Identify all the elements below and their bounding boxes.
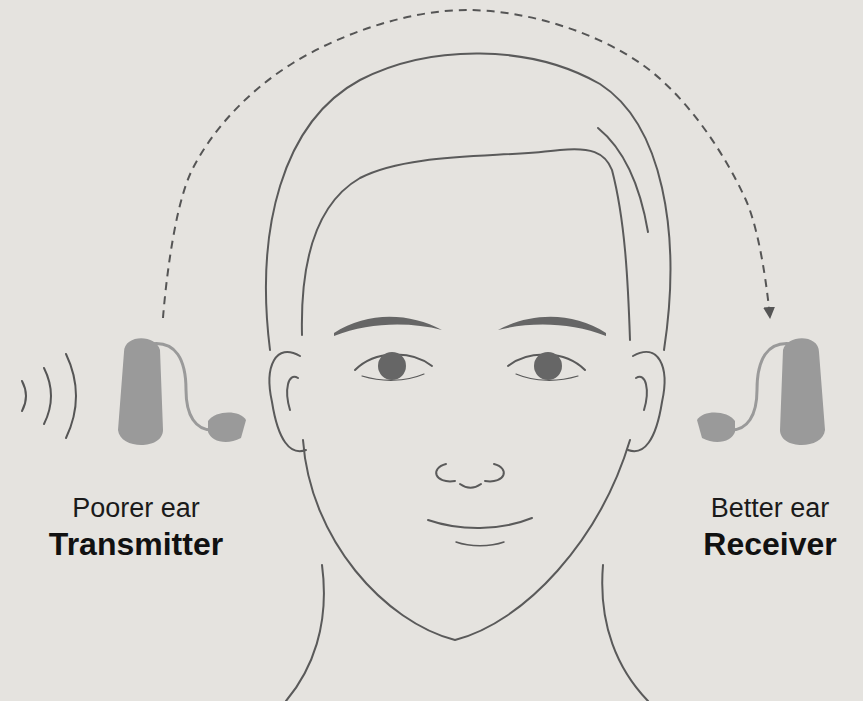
right-ear-inner [636,377,647,410]
transmitter-node: Poorer earTransmitter [20,318,252,563]
nose-right [485,464,504,481]
face-outline [303,440,630,640]
hair-part [598,128,648,232]
neck-left [286,565,324,701]
hearing-aid-body [118,338,163,445]
head-outline [266,53,670,701]
hearing-aid-body [780,338,825,445]
left-ear-inner [287,377,298,410]
sound-wave [22,381,26,411]
neck-right [602,565,648,701]
left-ear [270,352,306,451]
sound-waves [22,354,76,438]
nose-left [436,464,455,481]
role-label: Transmitter [49,525,223,563]
dashed-arc-arrow [163,10,770,318]
nose-tip [460,484,481,488]
hearing-aid-earpiece [697,413,735,442]
hairline [302,149,630,340]
right-eye [534,352,562,380]
face-features [334,317,606,380]
right-ear [628,352,664,451]
ear-label: Better ear [711,491,830,525]
sound-wave [66,354,76,438]
left-eye [378,352,406,380]
hearing-aid [118,338,246,445]
hearing-aid-earpiece [208,413,246,442]
hearing-aid [697,338,825,445]
role-label: Receiver [703,525,836,563]
sound-wave [44,368,51,424]
receiver-node: Better earReceiver [680,318,860,563]
right-eyebrow [498,317,606,336]
left-eyebrow [334,317,442,336]
mouth [428,518,532,528]
lower-lip [456,542,504,546]
ear-label: Poorer ear [72,491,200,525]
hair-outline [266,53,670,350]
